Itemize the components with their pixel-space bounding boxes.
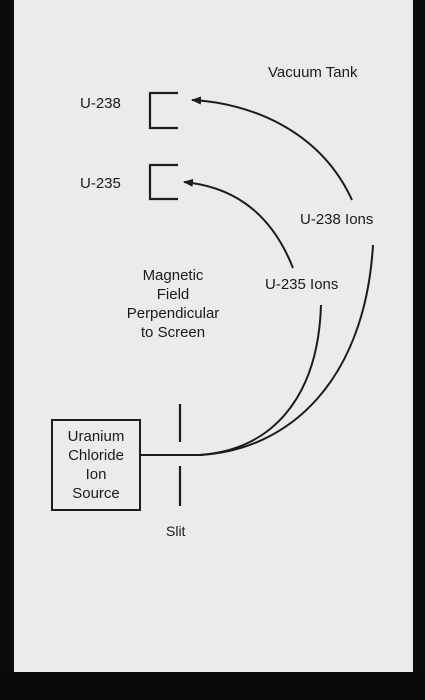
u235-label: U-235 <box>80 175 121 192</box>
photo-border <box>0 672 425 700</box>
u238-trajectory-lower <box>199 244 374 456</box>
ion-source-box: Uranium Chloride Ion Source <box>51 419 141 511</box>
u238-ions-label: U-238 Ions <box>300 211 374 228</box>
vacuum-tank-label: Vacuum Tank <box>268 64 358 81</box>
u238-collector <box>148 91 178 130</box>
ion-source-label: Uranium Chloride Ion Source <box>67 428 125 502</box>
slit-label: Slit <box>166 523 186 539</box>
u235-trajectory-upper <box>183 178 294 269</box>
u235-trajectory-lower <box>199 304 322 456</box>
magnetic-field-label: Magnetic Field Perpendicular to Screen <box>126 267 220 341</box>
u235-ions-label: U-235 Ions <box>265 276 339 293</box>
u235-collector <box>148 163 178 201</box>
paper-sheet <box>14 0 413 680</box>
u238-trajectory-upper <box>191 96 353 201</box>
u238-label: U-238 <box>80 95 121 112</box>
